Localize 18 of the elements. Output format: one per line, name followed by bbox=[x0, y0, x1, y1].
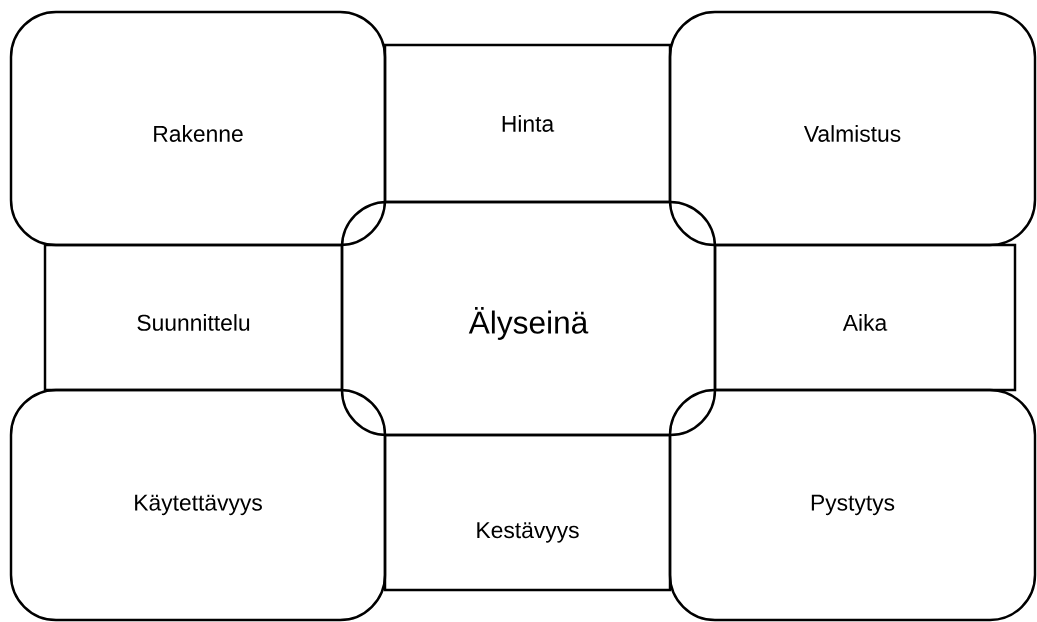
box-label: Älyseinä bbox=[468, 306, 589, 340]
rounded-box bbox=[9, 10, 387, 247]
box-label: Aika bbox=[842, 314, 888, 331]
rounded-box bbox=[340, 200, 717, 437]
box-label: Valmistus bbox=[803, 125, 901, 142]
box-label: Rakenne bbox=[154, 125, 243, 142]
rounded-box bbox=[668, 388, 1037, 622]
connector-band bbox=[43, 243, 344, 392]
box-label: Kestävyys bbox=[477, 522, 579, 543]
box-label: Suunnittelu bbox=[137, 314, 250, 331]
box-label: Pystytys bbox=[811, 494, 895, 516]
rounded-box bbox=[9, 388, 387, 622]
connector-band bbox=[713, 243, 1017, 392]
box-label: Käytettävyys bbox=[135, 494, 262, 516]
rounded-box bbox=[668, 10, 1037, 247]
box-label: Hinta bbox=[502, 115, 555, 132]
connector-band bbox=[383, 433, 672, 592]
connector-band bbox=[383, 43, 672, 204]
